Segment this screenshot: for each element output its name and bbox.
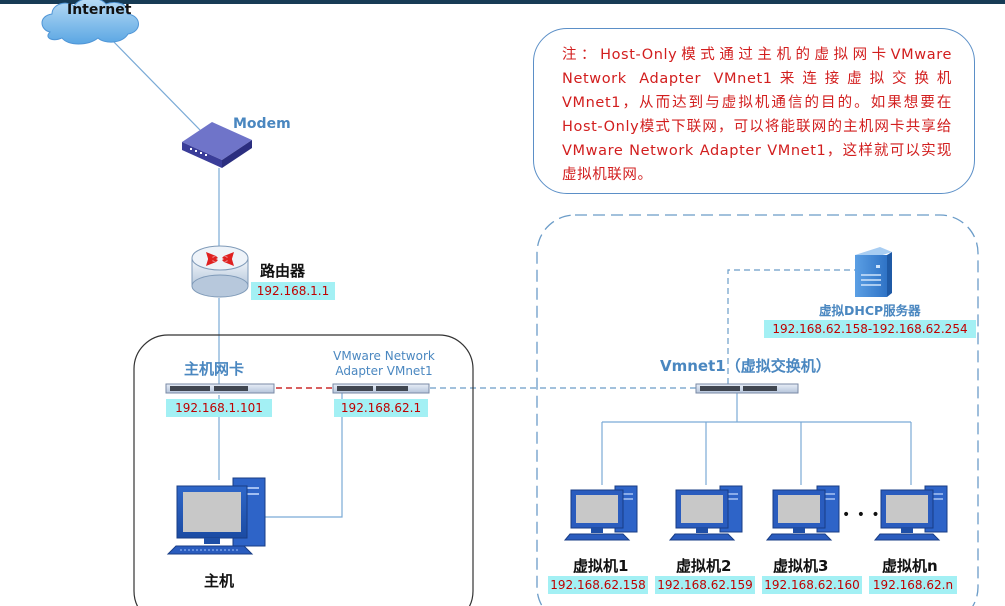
vswitch-label: Vmnet1（虚拟交换机）: [660, 357, 831, 375]
dhcp-server-label: 虚拟DHCP服务器: [819, 303, 921, 318]
vm-icons: [563, 485, 948, 541]
dhcp-server-icon: [855, 247, 892, 297]
host-boundary: [133, 334, 474, 606]
router-ip: 192.168.1.1: [251, 282, 335, 300]
vm-ip: 192.168.62.159: [655, 576, 755, 594]
vswitch-icon: [695, 383, 799, 394]
link-switch-dhcp-dashed: [727, 269, 855, 384]
modem-label: Modem: [233, 116, 291, 132]
links: [109, 37, 912, 518]
vm-name-label: 虚拟机2: [676, 557, 732, 575]
vm-pc-icon: [668, 485, 743, 541]
vm-name-label: 虚拟机n: [882, 557, 938, 575]
host-nic-ip: 192.168.1.101: [166, 399, 272, 417]
vm-ip: 192.168.62.n: [869, 576, 957, 594]
vm-pc-icon: [563, 485, 638, 541]
host-pc-icon: [166, 477, 266, 555]
note-box: 注：Host-Only模式通过主机的虚拟网卡VMware Network Ada…: [533, 28, 975, 194]
virtual-boundary: [536, 214, 979, 606]
dhcp-range-ip: 192.168.62.158-192.168.62.254: [764, 320, 976, 338]
vm-ip: 192.168.62.158: [548, 576, 648, 594]
host-nic-label: 主机网卡: [184, 360, 245, 378]
vmnet-adapter-icon: [332, 383, 430, 394]
ellipsis: • • •: [842, 507, 881, 523]
router-label: 路由器: [260, 262, 306, 280]
vm-ip: 192.168.62.160: [762, 576, 862, 594]
host-nic-icon: [165, 383, 275, 394]
vm-pc-icon: [873, 485, 948, 541]
vmnet-adapter-label: VMware Network Adapter VMnet1: [328, 349, 440, 379]
top-band: [0, 0, 1005, 4]
vm-name-label: 虚拟机3: [773, 557, 829, 575]
vm-name-label: 虚拟机1: [573, 557, 629, 575]
note-text: 注：Host-Only模式通过主机的虚拟网卡VMware Network Ada…: [562, 47, 952, 183]
modem-icon: [182, 122, 252, 168]
internet-cloud-icon: [41, 0, 139, 45]
vmnet-adapter-ip: 192.168.62.1: [334, 399, 428, 417]
link-internet-modem: [109, 37, 201, 131]
internet-label: Internet: [67, 2, 132, 18]
vmnet-adapter-label-line2: Adapter VMnet1: [335, 364, 433, 378]
vm-pc-icon: [765, 485, 840, 541]
router-icon: [191, 245, 249, 298]
link-adapter-host: [264, 392, 343, 518]
host-label: 主机: [204, 572, 235, 590]
vmnet-adapter-label-line1: VMware Network: [333, 349, 435, 363]
